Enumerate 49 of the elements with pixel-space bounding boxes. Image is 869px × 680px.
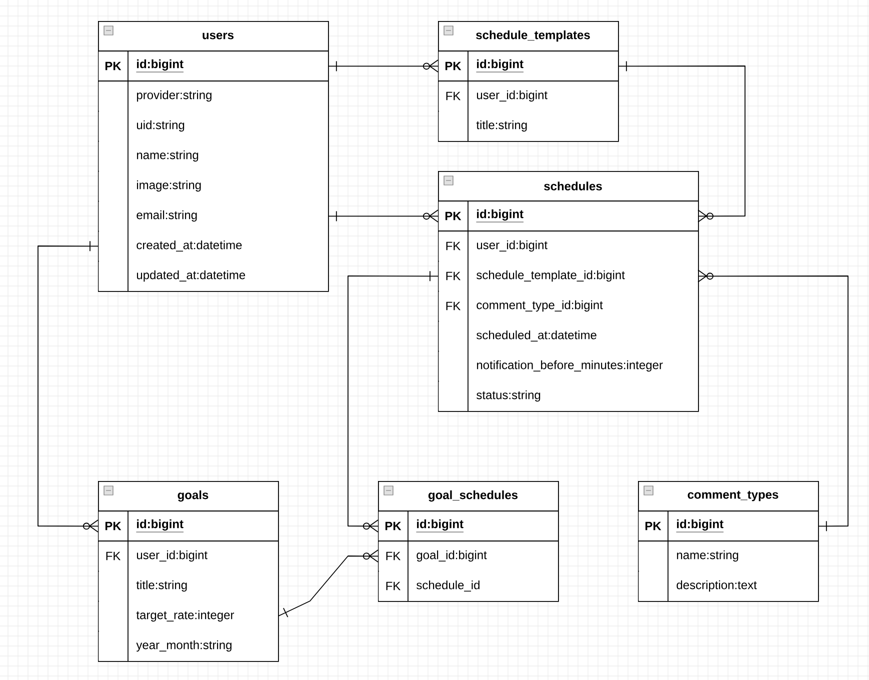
key-label: PK: [105, 62, 122, 70]
field-name: uid:string: [137, 120, 184, 132]
relationship-line: [278, 550, 378, 618]
key-label: PK: [445, 62, 462, 70]
field-name: status:string: [476, 390, 540, 402]
field-name: id:bigint: [476, 59, 524, 72]
key-label: PK: [445, 212, 462, 220]
field-name: scheduled_at:datetime: [476, 330, 596, 342]
key-label: FK: [446, 272, 461, 280]
field-name: schedule_id: [416, 580, 480, 592]
field-name: provider:string: [136, 90, 212, 102]
relationship-line: [38, 240, 98, 532]
key-label: PK: [105, 522, 122, 530]
field-name: target_rate:integer: [136, 610, 234, 622]
relationship-line: [328, 60, 438, 72]
key-label: FK: [446, 302, 461, 310]
field-name: id:bigint: [676, 519, 724, 532]
field-name: email:string: [136, 210, 197, 222]
field-name: name:string: [137, 150, 198, 162]
field-name: comment_type_id:bigint: [476, 300, 603, 312]
field-name: title:string: [476, 120, 527, 132]
relationship-line: [348, 270, 438, 532]
relationship-line: [618, 60, 746, 222]
field-name: user_id:bigint: [477, 90, 548, 102]
field-name: user_id:bigint: [137, 550, 208, 562]
field-name: id:bigint: [136, 519, 184, 532]
field-name: id:bigint: [136, 59, 184, 72]
field-name: title:string: [136, 580, 187, 592]
key-label: FK: [386, 582, 401, 590]
field-name: updated_at:datetime: [137, 270, 246, 282]
field-name: schedule_template_id:bigint: [476, 270, 625, 282]
relationship-line: [328, 210, 438, 222]
key-label: PK: [385, 522, 402, 530]
field-name: created_at:datetime: [136, 240, 242, 252]
key-label: FK: [446, 92, 461, 100]
field-name: notification_before_minutes:integer: [477, 360, 663, 372]
key-label: FK: [106, 552, 121, 560]
field-name: name:string: [677, 550, 738, 562]
key-label: FK: [446, 242, 461, 250]
field-name: year_month:string: [136, 640, 232, 652]
relationship-line: [698, 270, 848, 532]
field-name: goal_id:bigint: [416, 550, 487, 562]
field-name: id:bigint: [416, 519, 464, 532]
key-label: PK: [645, 522, 662, 530]
key-label: FK: [386, 552, 401, 560]
field-name: image:string: [137, 180, 201, 192]
field-name: user_id:bigint: [477, 240, 548, 252]
field-name: id:bigint: [476, 209, 524, 222]
field-name: description:text: [676, 580, 757, 592]
